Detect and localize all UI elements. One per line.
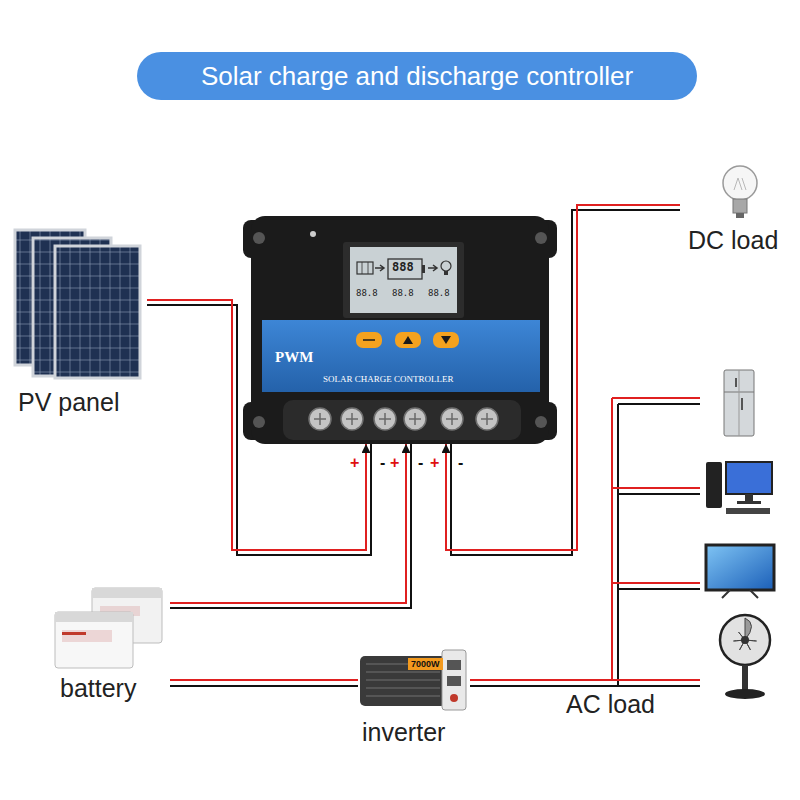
node-label: PWM (275, 349, 313, 366)
wire-line (170, 679, 358, 681)
wire-line (147, 300, 366, 550)
wire-connector (470, 680, 700, 686)
polarity-sign: - (380, 454, 385, 472)
node-label: AC load (566, 690, 655, 719)
battery: battery (50, 580, 170, 705)
wire-line (446, 205, 680, 550)
node-label: 7000W (408, 658, 443, 670)
lcd-digits: 88.8 (356, 289, 378, 299)
wire-line (470, 679, 700, 681)
wire-line (170, 444, 406, 603)
wire-line (170, 444, 411, 608)
wire-line (451, 210, 680, 555)
inverter-art (360, 650, 466, 710)
node-label: SOLAR CHARGE CONTROLLER (323, 374, 454, 384)
wire-line (470, 685, 700, 687)
wire-line (147, 305, 371, 555)
battery-art (55, 588, 162, 668)
pv-panel-art (15, 230, 140, 378)
dc-load: DC load (680, 150, 795, 255)
node-label: DC load (688, 226, 778, 255)
polarity-sign: + (390, 454, 399, 472)
wire-connector (446, 205, 680, 555)
wire-line (170, 685, 358, 687)
controller-art (243, 216, 557, 444)
title-banner: Solar charge and discharge controller (137, 52, 697, 100)
fridge-icon (724, 370, 754, 436)
fan-icon (720, 615, 770, 699)
polarity-sign: + (430, 454, 439, 472)
ac-load: AC load (700, 360, 795, 700)
node-label: PV panel (18, 388, 119, 417)
lcd-digits: 88.8 (392, 289, 414, 299)
ac-bus-wires (612, 398, 700, 686)
wire-connector (170, 680, 358, 686)
tv-icon (706, 545, 774, 598)
polarity-sign: - (458, 454, 463, 472)
wire-connector (170, 444, 411, 608)
computer-icon (706, 462, 772, 514)
polarity-sign: + (350, 454, 359, 472)
node-label: battery (60, 674, 136, 703)
bulb-icon (723, 166, 757, 218)
inverter: 7000Winverter (358, 646, 470, 714)
node-label: inverter (362, 718, 445, 747)
polarity-sign: - (418, 454, 423, 472)
wire-connector (147, 300, 371, 555)
charge-controller: PWM SOLAR CHARGE CONTROLLER (243, 216, 557, 444)
pv-panel: PV panel (12, 222, 147, 422)
lcd-digits: 888 (392, 261, 414, 274)
lcd-digits: 88.8 (428, 289, 450, 299)
